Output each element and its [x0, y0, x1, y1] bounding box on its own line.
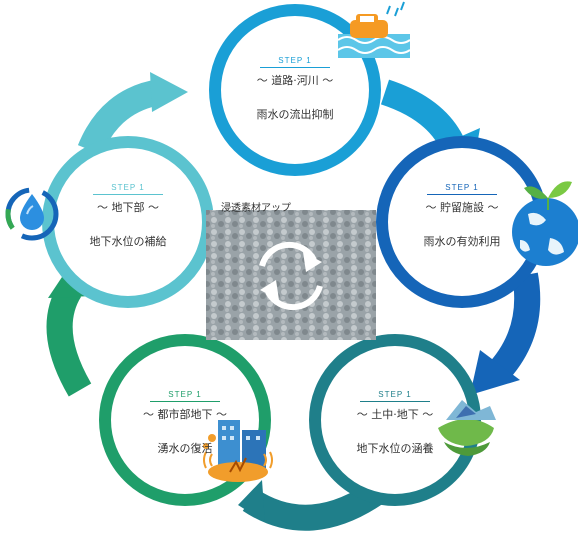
car-flood-icon: [337, 1, 411, 58]
step-label: STEP 1: [111, 183, 145, 192]
step-label: STEP 1: [445, 183, 479, 192]
node-ring-road: [209, 4, 381, 176]
earth-sprout-icon: [512, 181, 578, 266]
node-underground: STEP 1 ～ 地下部 ～ 地下水位の補給: [68, 183, 188, 249]
arrow-city-to-underground: [46, 283, 92, 397]
effect-label: 地下水位の補給: [89, 235, 167, 248]
step-label: STEP 1: [378, 390, 412, 399]
step-divider: [150, 401, 220, 402]
node-road-river: STEP 1 ～ 道路·河川 ～ 雨水の流出抑制: [235, 56, 355, 122]
place-label: ～ 都市部地下 ～: [143, 408, 227, 421]
place-label: ～ 道路·河川 ～: [256, 74, 334, 87]
node-storage-facility: STEP 1 ～ 貯留施設 ～ 雨水の有効利用: [402, 183, 522, 249]
node-urban-underground: STEP 1 ～ 都市部地下 ～ 湧水の復活: [125, 390, 245, 456]
refresh-arrow-bottom: [265, 285, 323, 311]
effect-label: 湧水の復活: [157, 442, 213, 455]
step-divider: [260, 67, 330, 68]
place-label: ～ 地下部 ～: [97, 201, 159, 214]
step-divider: [360, 401, 430, 402]
place-label: ～ 土中·地下 ～: [356, 408, 434, 421]
node-soil-underground: STEP 1 ～ 土中·地下 ～ 地下水位の涵養: [335, 390, 455, 456]
effect-label: 雨水の流出抑制: [256, 108, 334, 121]
permeable-material-image: [206, 210, 376, 340]
arrow-storage-to-soil: [489, 272, 541, 379]
place-label: ～ 貯留施設 ～: [425, 201, 499, 214]
center-title: 浸透素材アップ: [221, 203, 291, 214]
refresh-arrowhead-top: [303, 252, 322, 272]
step-divider: [93, 194, 163, 195]
arrow-head-3: [238, 480, 265, 522]
refresh-arrowhead-bottom: [260, 280, 279, 300]
city-quake-icon: [203, 420, 273, 482]
step-label: STEP 1: [278, 56, 312, 65]
arrow-underground-to-road: [77, 79, 163, 156]
arrow-head-5: [150, 72, 188, 112]
effect-label: 雨水の有効利用: [423, 235, 501, 248]
effect-label: 地下水位の涵養: [356, 442, 434, 455]
step-divider: [427, 194, 497, 195]
step-label: STEP 1: [168, 390, 202, 399]
arrow-head-2: [470, 350, 520, 395]
refresh-arrow-top: [259, 241, 317, 267]
water-cycle-icon: [5, 187, 59, 241]
soil-layers-icon: [438, 400, 496, 456]
